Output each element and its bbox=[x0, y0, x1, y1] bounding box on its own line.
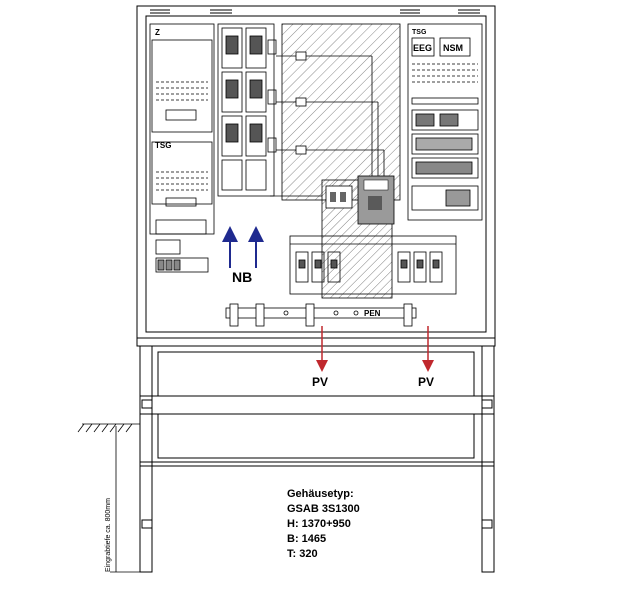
pen-label: PEN bbox=[364, 309, 381, 318]
tsg-label-left: TSG bbox=[155, 141, 171, 150]
meter-field-right bbox=[407, 23, 483, 221]
pv-arrows bbox=[316, 326, 434, 372]
tsg-label-right: TSG bbox=[412, 29, 427, 36]
housing-width: B: 1465 bbox=[287, 533, 326, 545]
meter-field-left bbox=[149, 23, 215, 273]
pv-label-1: PV bbox=[312, 375, 328, 389]
pen-rail bbox=[225, 303, 417, 327]
housing-model: GSAB 3S1300 bbox=[287, 503, 360, 515]
z-label: Z bbox=[155, 28, 160, 37]
fuse-field bbox=[217, 23, 277, 197]
housing-info: Gehäusetyp: GSAB 3S1300 H: 1370+950 B: 1… bbox=[287, 488, 360, 560]
nb-label: NB bbox=[232, 269, 252, 285]
pv-label-2: PV bbox=[418, 375, 434, 389]
depth-label: Eingrabtiefe ca. 800mm bbox=[105, 498, 112, 572]
nb-arrows bbox=[222, 226, 264, 268]
housing-depth: T: 320 bbox=[287, 548, 318, 560]
wiring-area bbox=[270, 23, 401, 299]
housing-title: Gehäusetyp: bbox=[287, 488, 354, 500]
busbar-strip bbox=[289, 235, 457, 295]
base-section bbox=[136, 337, 496, 573]
ground-marking bbox=[77, 423, 140, 573]
eeg-label: EEG bbox=[413, 43, 432, 53]
nsm-label: NSM bbox=[443, 43, 463, 53]
housing-height: H: 1370+950 bbox=[287, 518, 351, 530]
